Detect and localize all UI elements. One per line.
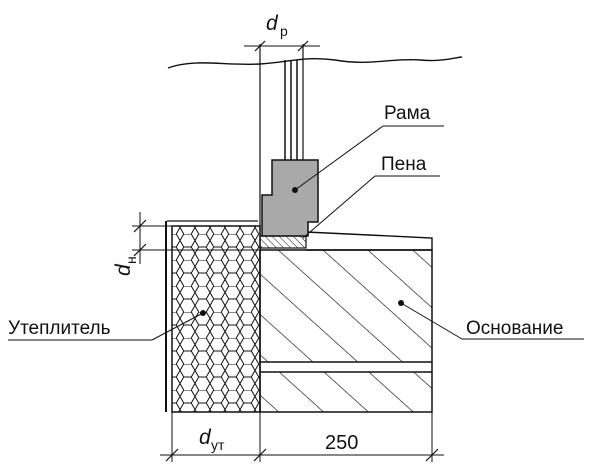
dim-d-n: d н (112, 212, 260, 276)
dim-d-n-symbol: d (112, 263, 135, 276)
foam-layer (259, 235, 307, 249)
dim-d-n-subscript: н (123, 256, 139, 264)
dim-d-p: d р (244, 12, 320, 52)
sill (305, 231, 433, 251)
base-block (259, 249, 433, 413)
insulation-block (171, 225, 261, 413)
dim-d-p-symbol: d (266, 12, 279, 35)
window-frame (261, 159, 319, 237)
leader-foam: Пена (302, 154, 440, 239)
dim-d-ut-symbol: d (199, 426, 212, 449)
label-frame: Рама (384, 103, 431, 124)
label-base: Основание (466, 318, 563, 339)
dim-d-ut-subscript: ут (211, 437, 225, 453)
dim-base-width: 250 (325, 432, 358, 454)
leader-frame: Рама (292, 103, 444, 193)
dim-d-p-subscript: р (280, 23, 288, 39)
leader-base: Основание (398, 300, 584, 340)
label-foam: Пена (381, 154, 427, 175)
break-line (167, 56, 463, 69)
dim-bottom: d ут 250 (160, 412, 444, 462)
leader-insulation: Утеплитель (8, 310, 206, 341)
label-insulation: Утеплитель (8, 318, 111, 339)
window-glass (259, 44, 304, 230)
